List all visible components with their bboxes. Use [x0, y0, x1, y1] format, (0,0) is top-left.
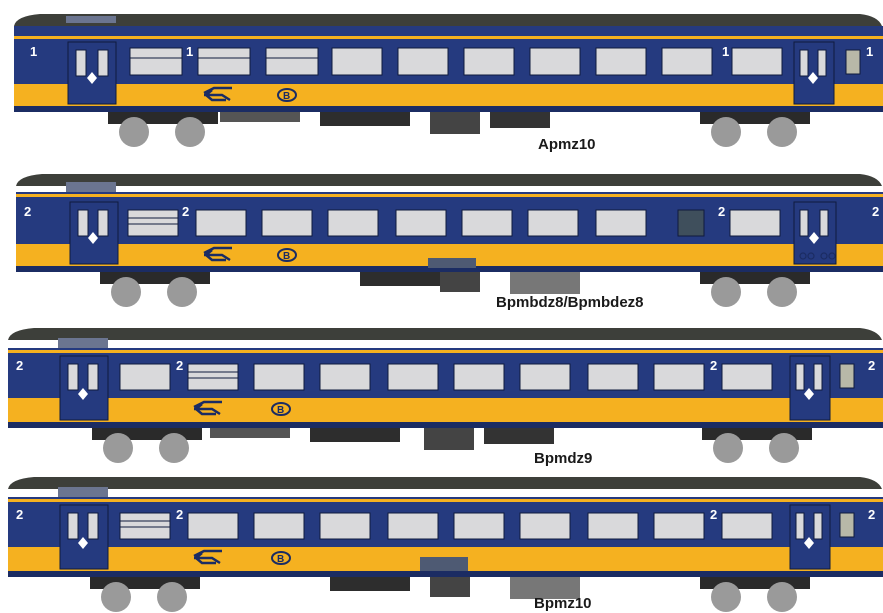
class-mark: 2: [710, 358, 717, 373]
windows: [119, 512, 773, 540]
underfloor-box: [510, 272, 580, 294]
class-mark: 2: [16, 358, 23, 373]
coach-bpmdz9: 2 2 2 2 B Bpmdz9: [0, 318, 883, 467]
ns-logo-icon: [193, 400, 222, 416]
class-mark: 2: [868, 358, 875, 373]
coach-drawing: 2 2 2 2 B: [8, 328, 883, 463]
bogie-right: [700, 112, 810, 147]
class-mark: 2: [16, 507, 23, 522]
door-left: [67, 41, 117, 105]
yellow-lower-band: [16, 244, 883, 266]
blanked-window: [677, 209, 705, 237]
yellow-stripe: [14, 36, 883, 39]
yellow-lower-band: [14, 84, 883, 106]
roof: [8, 328, 882, 340]
bogie-left: [92, 428, 202, 463]
windows: [127, 209, 781, 237]
underfloor-box: [420, 557, 468, 571]
windows: [119, 363, 773, 391]
class-mark: 2: [710, 507, 717, 522]
coach-drawing: 2 2 2 2 B: [16, 174, 883, 307]
svg-text:B: B: [283, 251, 290, 262]
bogie-right: [700, 577, 810, 612]
roof: [16, 174, 882, 186]
door-left: [59, 504, 109, 570]
underfloor-box: [490, 112, 550, 128]
coach-drawing: 2 2 2 2 B: [8, 477, 883, 612]
roof-vent: [66, 16, 116, 23]
door-right: [789, 504, 831, 570]
ns-logo-icon: [193, 549, 222, 565]
nmbs-logo-icon: B: [271, 551, 291, 565]
door-left: [59, 355, 109, 421]
end-window: [839, 512, 855, 538]
nmbs-logo-icon: B: [277, 88, 297, 102]
end-window: [839, 363, 855, 389]
coach-drawing: 1 1 1 1 B: [14, 14, 883, 147]
underfloor-box: [310, 428, 400, 442]
nmbs-logo-icon: B: [271, 402, 291, 416]
underfloor-box: [330, 577, 410, 591]
bogie-left: [100, 272, 210, 307]
roof-vent: [58, 487, 108, 497]
coach-bpmz10: 2 2 2 2 B Bpmz10: [0, 465, 883, 613]
bogie-right: [700, 272, 810, 307]
door-right: [789, 355, 831, 421]
underfloor-box: [430, 577, 470, 597]
class-mark: 1: [722, 44, 729, 59]
class-mark: 2: [868, 507, 875, 522]
underfloor-box: [360, 272, 440, 286]
bogie-left: [108, 112, 218, 147]
ns-logo-icon: [203, 86, 232, 102]
door-left: [69, 201, 119, 265]
coach-type-label: Bpmz10: [534, 595, 592, 612]
underframe-edge: [16, 266, 883, 272]
coach-type-label: Apmz10: [538, 136, 596, 153]
underframe-edge: [8, 571, 883, 577]
underfloor-box: [484, 428, 554, 444]
class-mark: 2: [176, 507, 183, 522]
bogie-right: [702, 428, 812, 463]
class-mark: 2: [176, 358, 183, 373]
class-mark: 1: [866, 44, 873, 59]
underframe-edge: [14, 106, 883, 112]
yellow-stripe: [16, 194, 883, 197]
bogie-left: [90, 577, 200, 612]
svg-text:B: B: [277, 405, 284, 416]
yellow-stripe: [8, 350, 883, 353]
underfloor-box: [424, 428, 474, 450]
underfloor-box: [430, 112, 480, 134]
nmbs-logo-icon: B: [277, 248, 297, 262]
door-right: [793, 41, 835, 105]
ns-logo-icon: [203, 246, 232, 262]
end-window: [845, 49, 861, 75]
underfloor-box: [510, 577, 580, 599]
underfloor-box: [210, 428, 290, 438]
coach-type-label: Bpmdz9: [534, 450, 593, 467]
windows: [129, 47, 783, 76]
class-mark: 2: [182, 204, 189, 219]
coach-type-label: Bpmbdz8/Bpmbdez8: [496, 294, 644, 311]
coach-bpmbdz8: 2 2 2 2 B Bpmbdz8/Bpmbdez8: [0, 160, 883, 311]
underframe-edge: [8, 422, 883, 428]
yellow-stripe: [8, 499, 883, 502]
roof: [14, 14, 882, 26]
yellow-lower-band: [8, 398, 883, 422]
class-mark: 2: [24, 204, 31, 219]
underfloor-box: [428, 258, 476, 268]
underfloor-box: [320, 112, 410, 126]
class-mark: 2: [872, 204, 879, 219]
roof-vent: [66, 182, 116, 192]
class-mark: 2: [718, 204, 725, 219]
class-mark: 1: [30, 44, 37, 59]
underfloor-box: [440, 272, 480, 292]
svg-text:B: B: [283, 91, 290, 102]
svg-text:B: B: [277, 554, 284, 565]
class-mark: 1: [186, 44, 193, 59]
coach-apmz10: 1 1 1 1 B Apmz10: [0, 0, 883, 153]
underfloor-box: [220, 112, 300, 122]
roof-vent: [58, 338, 108, 348]
bicycle-icon: [799, 252, 836, 260]
roof: [8, 477, 882, 489]
